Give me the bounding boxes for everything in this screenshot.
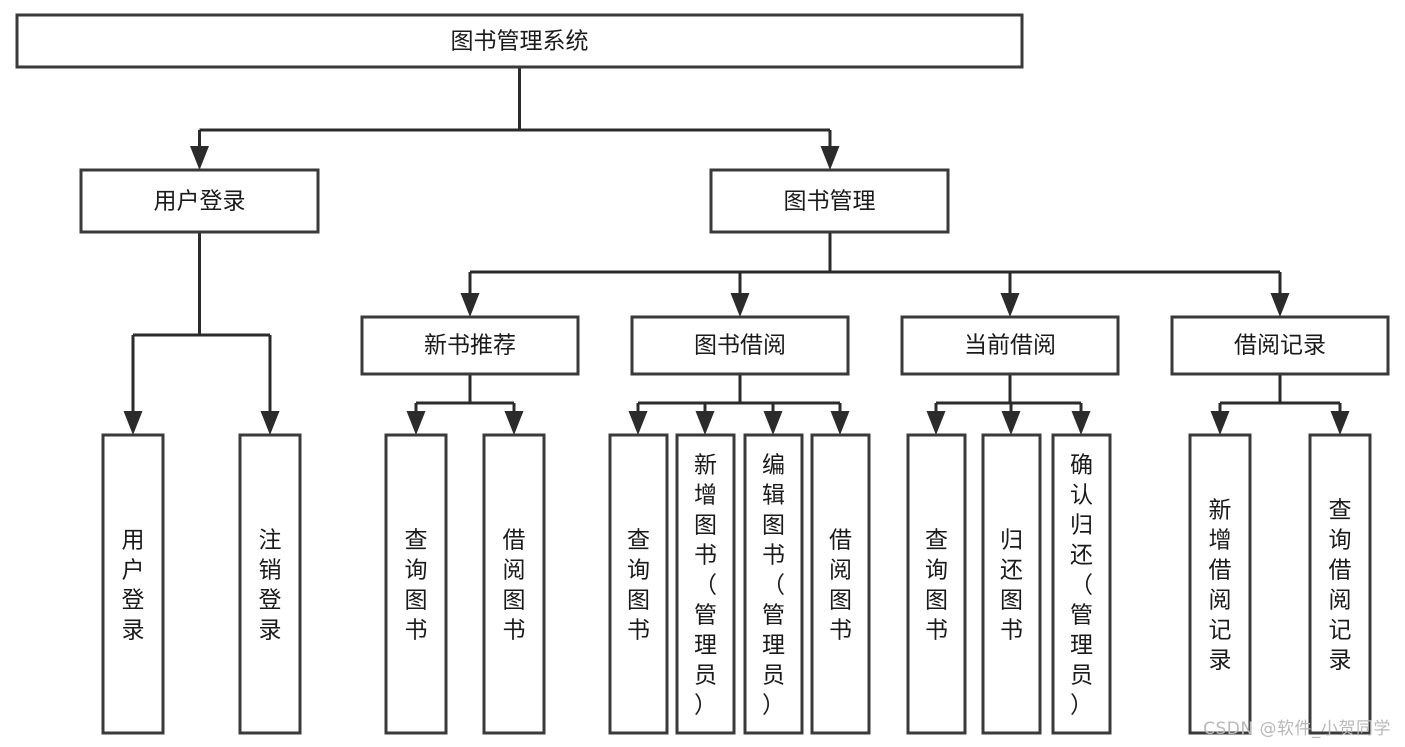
node-book-borrow-label: 图书借阅 — [694, 333, 786, 359]
leaf-query-record-box[interactable] — [1308, 433, 1372, 735]
node-book-borrow[interactable]: 图书借阅 — [630, 315, 850, 376]
arrow-head-leaf-query-book-rec — [406, 411, 426, 435]
leaf-borrow-book-rec[interactable]: 借阅图书 — [482, 433, 546, 735]
leaf-add-record[interactable]: 新增借阅记录 — [1188, 433, 1252, 735]
arrow-head-book-borrow — [730, 293, 750, 317]
leaf-return-book-box[interactable] — [981, 433, 1042, 735]
leaf-query-book-br-label: 查询图书 — [627, 527, 650, 643]
node-book-manage[interactable]: 图书管理 — [709, 168, 950, 234]
node-new-book-rec-label: 新书推荐 — [424, 333, 516, 359]
arrow-head-leaf-query-book-br — [628, 411, 648, 435]
arrow-head-current-borrow — [1000, 293, 1020, 317]
leaf-query-book-cur[interactable]: 查询图书 — [906, 433, 967, 735]
node-user-login-box[interactable] — [79, 168, 320, 234]
node-root-label: 图书管理系统 — [451, 29, 589, 55]
arrow-head-borrow-record — [1270, 293, 1290, 317]
arrow-head-leaf-add-record — [1210, 411, 1230, 435]
node-borrow-record[interactable]: 借阅记录 — [1170, 315, 1390, 376]
leaf-user-login-label: 用户登录 — [122, 527, 145, 643]
leaf-query-record-label: 查询借阅记录 — [1329, 497, 1352, 673]
arrow-head-leaf-user-login — [123, 411, 143, 435]
node-user-login-label: 用户登录 — [154, 189, 246, 215]
leaf-user-login-box[interactable] — [101, 433, 165, 735]
arrow-head-user-login — [190, 146, 209, 170]
leaf-query-book-br-box[interactable] — [608, 433, 669, 735]
leaf-query-book-cur-label: 查询图书 — [925, 527, 948, 643]
leaf-borrow-book-br-box[interactable] — [810, 433, 871, 735]
node-root[interactable]: 图书管理系统 — [15, 13, 1024, 69]
arrow-head-book-manage — [820, 146, 840, 170]
leaf-node-layer: 用户登录 注销登录 查询图书 借阅图书 查询图书 新增图书（管理员） 编辑图书（管理员） 借阅… — [101, 433, 1372, 735]
node-user-login[interactable]: 用户登录 — [79, 168, 320, 234]
leaf-edit-book[interactable]: 编辑图书（管理员） — [743, 433, 804, 735]
leaf-borrow-book-rec-box[interactable] — [482, 433, 546, 735]
node-book-manage-box[interactable] — [709, 168, 950, 234]
leaf-logout-label: 注销登录 — [259, 527, 282, 643]
leaf-add-record-box[interactable] — [1188, 433, 1252, 735]
leaf-query-book-rec-box[interactable] — [384, 433, 448, 735]
arrow-head-leaf-return-book — [1001, 411, 1021, 435]
leaf-borrow-book-br[interactable]: 借阅图书 — [810, 433, 871, 735]
arrow-head-leaf-query-book-cur — [926, 411, 946, 435]
leaf-query-book-br[interactable]: 查询图书 — [608, 433, 669, 735]
leaf-edit-book-label: 编辑图书（管理员） — [762, 452, 785, 718]
leaf-logout[interactable]: 注销登录 — [238, 433, 302, 735]
leaf-borrow-book-br-label: 借阅图书 — [829, 527, 852, 643]
node-book-borrow-box[interactable] — [630, 315, 850, 376]
arrow-head-leaf-borrow-book-rec — [504, 411, 524, 435]
leaf-logout-box[interactable] — [238, 433, 302, 735]
leaf-borrow-book-rec-label: 借阅图书 — [503, 527, 526, 643]
node-new-book-rec[interactable]: 新书推荐 — [360, 315, 580, 376]
arrow-head-leaf-logout — [260, 411, 280, 435]
leaf-add-record-label: 新增借阅记录 — [1209, 497, 1232, 673]
node-book-manage-label: 图书管理 — [784, 189, 876, 215]
arrow-head-leaf-confirm-return — [1071, 411, 1091, 435]
leaf-user-login[interactable]: 用户登录 — [101, 433, 165, 735]
node-current-borrow[interactable]: 当前借阅 — [900, 315, 1120, 376]
node-borrow-record-box[interactable] — [1170, 315, 1390, 376]
leaf-add-book[interactable]: 新增图书（管理员） — [675, 433, 736, 735]
leaf-edit-book-box[interactable] — [743, 433, 804, 735]
arrow-head-leaf-edit-book — [763, 411, 783, 435]
node-current-borrow-box[interactable] — [900, 315, 1120, 376]
arrow-head-leaf-query-record — [1330, 411, 1350, 435]
arrow-head-leaf-borrow-book-br — [830, 411, 850, 435]
connector-layer — [123, 67, 1350, 435]
leaf-confirm-return-box[interactable] — [1051, 433, 1112, 735]
leaf-add-book-box[interactable] — [675, 433, 736, 735]
node-new-book-rec-box[interactable] — [360, 315, 580, 376]
node-borrow-record-label: 借阅记录 — [1234, 333, 1326, 359]
leaf-query-book-rec[interactable]: 查询图书 — [384, 433, 448, 735]
leaf-add-book-label: 新增图书（管理员） — [694, 452, 717, 718]
leaf-query-record[interactable]: 查询借阅记录 — [1308, 433, 1372, 735]
leaf-confirm-return-label: 确认归还（管理员） — [1070, 452, 1093, 718]
node-current-borrow-label: 当前借阅 — [964, 333, 1056, 359]
leaf-return-book-label: 归还图书 — [1000, 527, 1023, 643]
leaf-confirm-return[interactable]: 确认归还（管理员） — [1051, 433, 1112, 735]
arrow-head-leaf-add-book — [695, 411, 715, 435]
leaf-query-book-rec-label: 查询图书 — [405, 527, 428, 643]
leaf-query-book-cur-box[interactable] — [906, 433, 967, 735]
arrow-head-new-book-rec — [460, 293, 480, 317]
leaf-return-book[interactable]: 归还图书 — [981, 433, 1042, 735]
node-root-box[interactable] — [15, 13, 1024, 69]
